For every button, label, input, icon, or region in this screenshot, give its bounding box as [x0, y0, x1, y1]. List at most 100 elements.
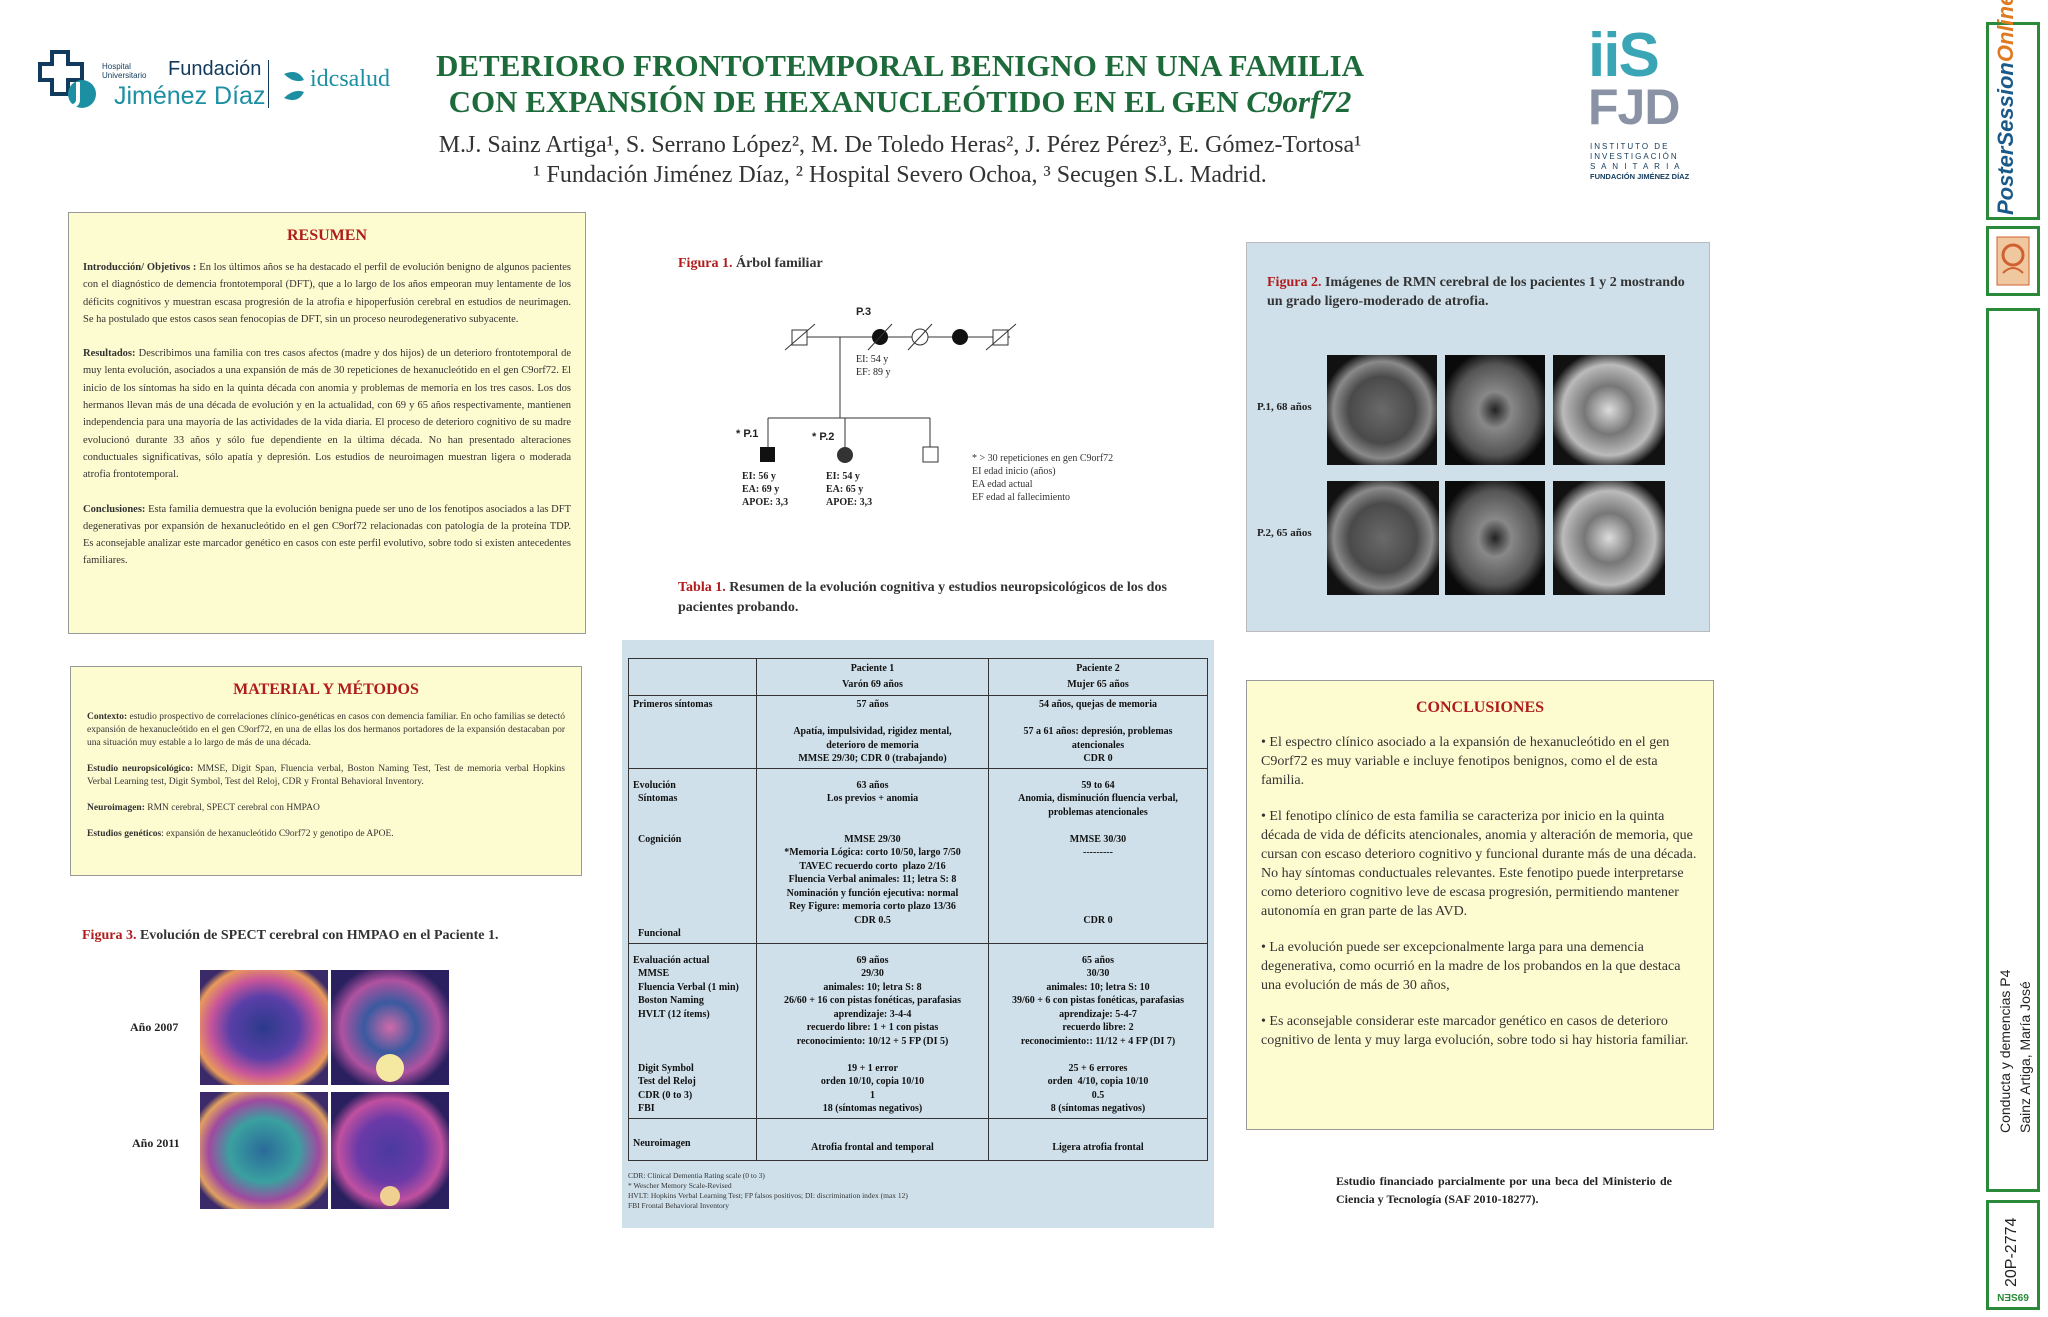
p2-apoe: APOE: 3,3 — [826, 497, 873, 508]
spect-hotspot-2 — [380, 1186, 400, 1206]
resumen-text: Introducción/ Objetivos : En los últimos… — [83, 259, 571, 570]
row-p2: 54 años, quejas de memoria 57 a 61 años:… — [988, 695, 1208, 769]
legend-2: EI edad inicio (años) — [972, 466, 1056, 477]
event-code: 69SEN — [1997, 1291, 2029, 1302]
session-label: Conducta y demencias P4 — [1997, 969, 2013, 1133]
footnote-4: FBI Frontal Behavioral Inventory — [628, 1201, 730, 1210]
ctx-text: estudio prospectivo de correlaciones clí… — [87, 712, 565, 748]
hospital-small-label: Hospital Universitario — [102, 62, 147, 80]
figure1-caption-text: Árbol familiar — [732, 256, 823, 271]
iis-caption-1: INSTITUTO DE — [1590, 142, 1670, 151]
row-label: Neuroimagen — [628, 1117, 757, 1161]
mri-p2-t1 — [1445, 481, 1545, 595]
iis-logo-text: iiS — [1588, 21, 1660, 90]
figure3-label: Figura 3. — [82, 928, 137, 943]
resumen-intro: Introducción/ Objetivos : En los últimos… — [83, 259, 571, 328]
mri-images — [1327, 355, 1665, 595]
hospital-name-2: Jiménez Díaz — [114, 82, 266, 110]
table-row: Evolución Síntomas Cognición Funcional 6… — [628, 767, 1208, 944]
head-p2-name: Paciente 2 — [1076, 663, 1120, 674]
figure2-panel: Figura 2. Imágenes de RMN cerebral de lo… — [1246, 242, 1710, 632]
resumen-title: RESUMEN — [286, 227, 367, 244]
row-p2: 59 to 64 Anomia, disminución fluencia ve… — [988, 767, 1208, 944]
head-p1-desc: Varón 69 años — [842, 679, 903, 690]
table-header-empty — [628, 658, 757, 696]
concl-text: Esta familia demuestra que la evolución … — [83, 503, 571, 567]
poster-code: 20P-2774 — [2003, 1217, 2020, 1287]
pedigree-p1 — [760, 447, 775, 462]
figure2-caption: Figura 2. Imágenes de RMN cerebral de lo… — [1267, 273, 1687, 311]
p3-ef: EF: 89 y — [856, 367, 891, 378]
session-info-box: Conducta y demencias P4 Sainz Artiga, Ma… — [1986, 308, 2040, 1192]
p2-label: * P.2 — [812, 431, 835, 443]
figure1-caption: Figura 1. Árbol familiar — [678, 256, 1078, 272]
concl-label: Conclusiones: — [83, 503, 146, 515]
conclusion-item: • La evolución puede ser excepcionalment… — [1261, 940, 1681, 993]
row-p1: 69 años 29/30 animales: 10; letra S: 8 2… — [756, 942, 989, 1119]
pedigree-p2 — [837, 447, 853, 463]
conclusiones-title: CONCLUSIONES — [1415, 699, 1545, 716]
logo-divider — [268, 60, 269, 108]
mri-p2-t2 — [1553, 481, 1665, 595]
spect-row-label-2011: Año 2011 — [132, 1136, 180, 1150]
conclusion-item: • El espectro clínico asociado a la expa… — [1261, 735, 1670, 788]
society-logo-icon — [1996, 236, 2030, 286]
footnote-1: CDR: Clinical Dementia Rating scale (0 t… — [628, 1171, 765, 1180]
spect-hotspot — [376, 1054, 404, 1082]
brand-text: PosterSessionOnline — [1993, 0, 2019, 215]
authors-block: M.J. Sainz Artiga¹, S. Serrano López², M… — [360, 130, 1440, 190]
figure2-label: Figura 2. — [1267, 275, 1322, 290]
brand-2: Session — [1993, 62, 2018, 147]
brand-1: Poster — [1993, 146, 2018, 215]
row-p1: 63 años Los previos + anomia MMSE 29/30 … — [756, 767, 989, 944]
p2-data: EI: 54 y EA: 65 y APOE: 3,3 — [826, 470, 872, 509]
p1-apoe: APOE: 3,3 — [742, 497, 789, 508]
head-p1-name: Paciente 1 — [850, 663, 895, 674]
row-label: Evaluación actual MMSE Fluencia Verbal (… — [628, 942, 757, 1119]
metodos-imaging: Neuroimagen: RMN cerebral, SPECT cerebra… — [87, 802, 565, 815]
legend-4: EF edad al fallecimiento — [972, 492, 1071, 503]
figure3-caption-text: Evolución de SPECT cerebral con HMPAO en… — [136, 928, 499, 943]
fjd-logo-text: FJD — [1588, 79, 1680, 135]
conclusion-item: • El fenotipo clínico de esta familia se… — [1261, 809, 1697, 919]
poster-title: DETERIORO FRONTOTEMPORAL BENIGNO EN UNA … — [400, 48, 1400, 120]
table1-caption-text: Resumen de la evolución cognitiva y estu… — [678, 580, 1167, 615]
figure2-caption-text: Imágenes de RMN cerebral de los paciente… — [1267, 275, 1685, 309]
conclusion-item: • Es aconsejable considerar este marcado… — [1261, 1014, 1689, 1048]
title-gene: C9orf72 — [1246, 84, 1352, 119]
authors-line: M.J. Sainz Artiga¹, S. Serrano López², M… — [438, 132, 1362, 158]
row-p1: Atrofia frontal and temporal — [756, 1117, 989, 1161]
metodos-title: MATERIAL Y MÉTODOS — [233, 681, 419, 698]
footnote-2: * Wescher Memory Scale-Revised — [628, 1181, 732, 1190]
code-box: 20P-2774 69SEN — [1986, 1200, 2040, 1310]
mri-p1-t2 — [1553, 355, 1665, 465]
table-row: Evaluación actual MMSE Fluencia Verbal (… — [628, 942, 1208, 1119]
postersession-logo-box: PosterSessionOnline — [1986, 0, 2040, 220]
p3-label: P.3 — [856, 306, 872, 318]
brand-3: Online — [1993, 0, 2018, 63]
table-header-p1: Paciente 1 Varón 69 años — [756, 658, 989, 696]
society-logo-box — [1986, 226, 2040, 296]
hospital-name: Fundación — [168, 58, 262, 80]
gen-label: Estudios genéticos — [87, 829, 162, 839]
spect-images — [200, 970, 449, 1209]
results-label: Resultados: — [83, 348, 136, 360]
iis-fjd-logo: iiS FJD INSTITUTO DE INVESTIGACIÓN S A N… — [1588, 21, 1704, 192]
mri-row-label-p1: P.1, 68 años — [1257, 401, 1312, 413]
mri-row-label-p2: P.2, 65 años — [1257, 527, 1312, 539]
p1-ea: EA: 69 y — [742, 484, 780, 495]
row-p2: 65 años 30/30 animales: 10; letra S: 10 … — [988, 942, 1208, 1119]
title-line-2: CON EXPANSIÓN DE HEXANUCLEÓTIDO EN EL GE… — [400, 84, 1400, 120]
intro-text: En los últimos años se ha destacado el p… — [83, 262, 571, 325]
hospital-cross-icon — [38, 50, 96, 108]
legend-3: EA edad actual — [972, 479, 1033, 490]
funding-note: Estudio financiado parcialmente por una … — [1336, 1174, 1672, 1206]
mri-p1-flair — [1327, 355, 1437, 465]
table-row: Neuroimagen Atrofia frontal and temporal… — [628, 1117, 1208, 1161]
table-footnotes: CDR: Clinical Dementia Rating scale (0 t… — [628, 1171, 1208, 1211]
img-label: Neuroimagen: — [87, 803, 145, 813]
iis-caption-4: FUNDACIÓN JIMÉNEZ DÍAZ — [1590, 172, 1690, 181]
footnote-3: HVLT: Hopkins Verbal Learning Test; FP f… — [628, 1191, 908, 1200]
